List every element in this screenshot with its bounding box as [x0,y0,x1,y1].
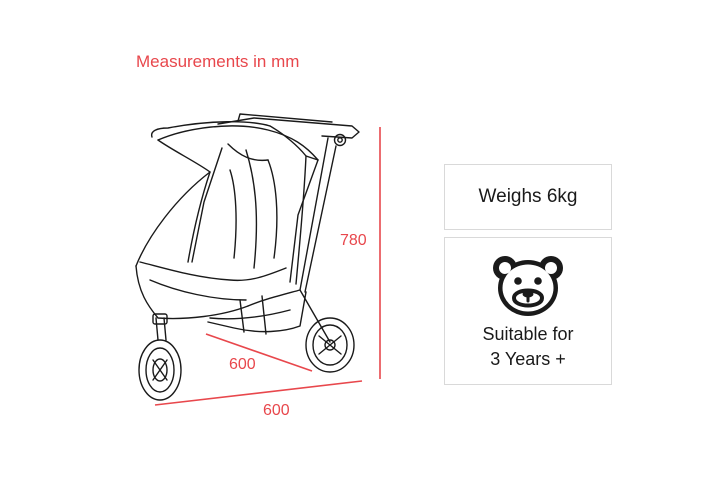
weight-label: Weighs 6kg [478,186,578,207]
page-title: Measurements in mm [136,52,300,71]
dimension-lines [154,127,381,406]
age-line-1: Suitable for [482,324,574,344]
teddy-bear-icon [493,256,563,316]
stroller-icon [135,113,360,401]
depth-dimension-label: 600 [229,356,256,373]
width-dimension-label: 600 [263,402,290,419]
age-suitability-text: Suitable for 3 Years + [445,322,611,372]
age-line-2: 3 Years + [490,349,566,369]
height-dimension-label: 780 [340,232,367,249]
width-dimension-line [154,380,363,406]
depth-dimension-line [205,333,313,372]
weight-card: Weighs 6kg [444,164,612,230]
